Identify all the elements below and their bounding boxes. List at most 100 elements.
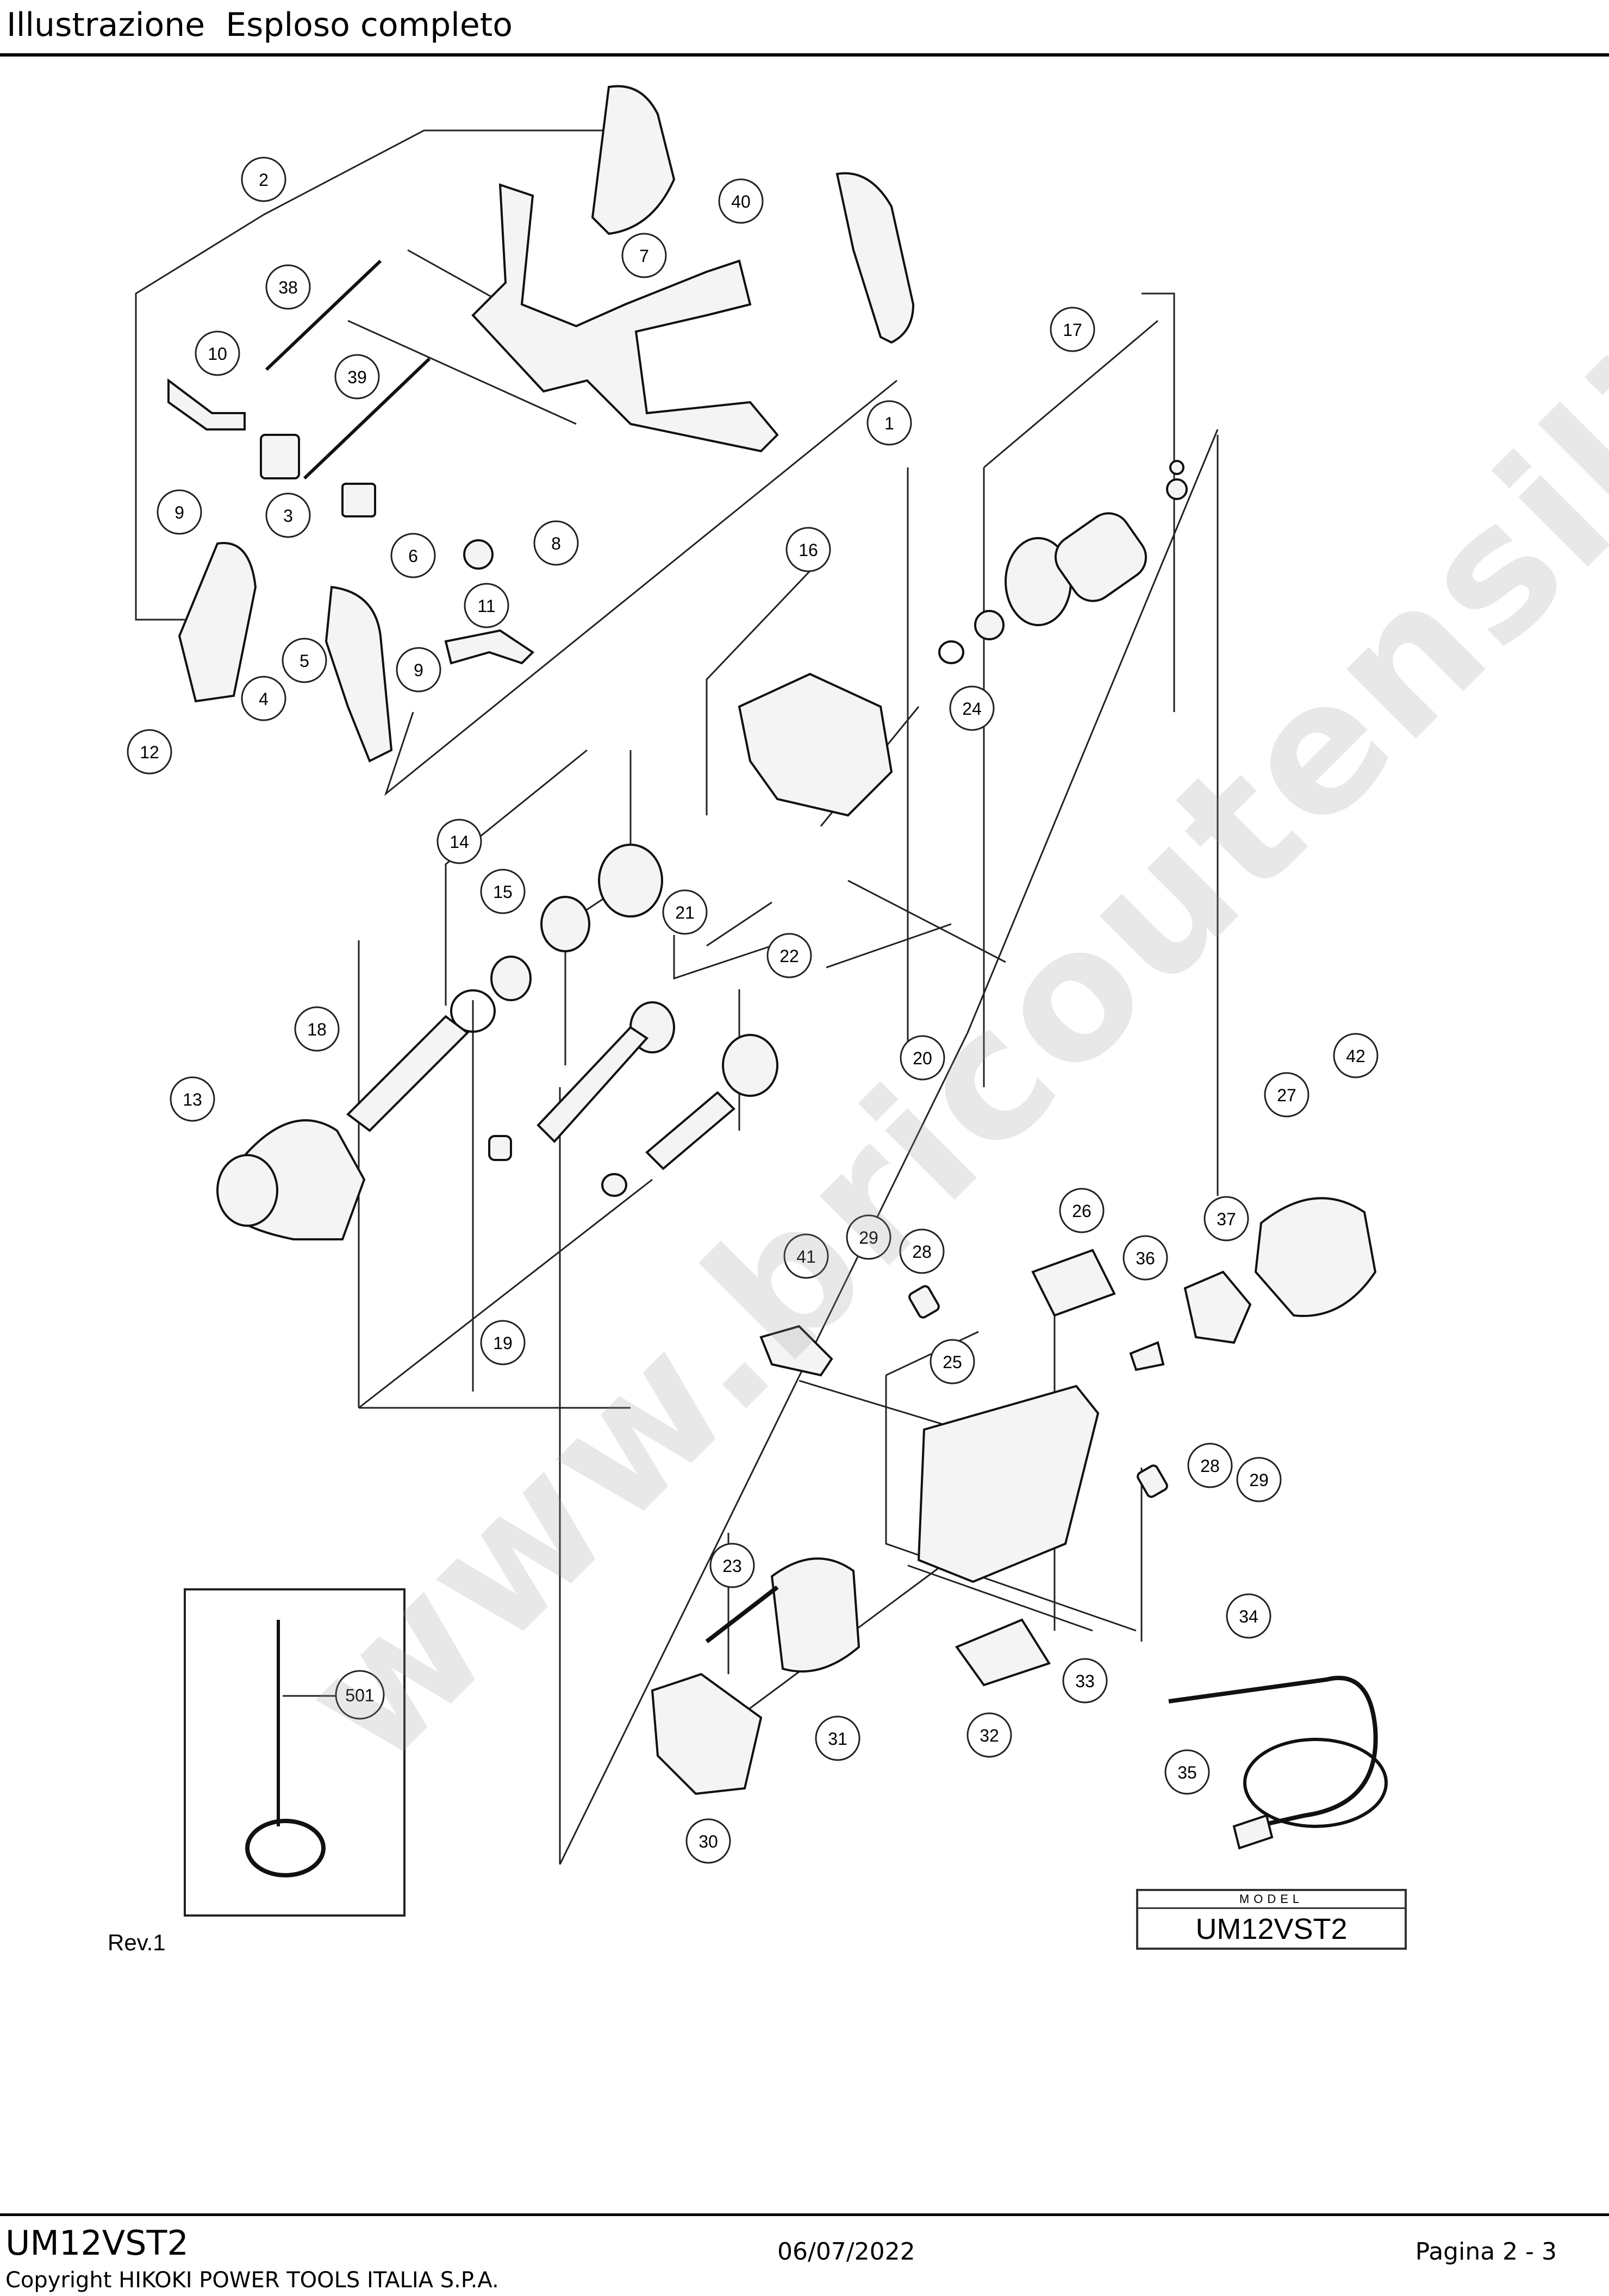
switch [260, 434, 300, 479]
callout-13: 13 [170, 1076, 215, 1122]
callout-29: 29 [846, 1214, 891, 1260]
callout-number: 9 [414, 660, 423, 680]
callout-number: 28 [1200, 1456, 1220, 1476]
callout-number: 6 [408, 546, 418, 566]
callout-28: 28 [899, 1228, 945, 1274]
callout-bubble [1236, 1457, 1282, 1502]
callout-number: 38 [278, 278, 298, 297]
revision-label: Rev.1 [108, 1930, 166, 1955]
callout-bubble [335, 1670, 385, 1720]
callout-bubble [1264, 1072, 1309, 1118]
callout-number: 18 [307, 1020, 327, 1039]
plug [1232, 1814, 1274, 1850]
callout-number: 11 [477, 596, 495, 616]
whisk-paddle [245, 1819, 326, 1877]
callout-bubble [900, 1035, 945, 1081]
callout-number: 4 [259, 689, 269, 709]
callout-32: 32 [966, 1712, 1012, 1758]
callout-number: 8 [551, 534, 561, 553]
callout-37: 37 [1203, 1196, 1249, 1241]
power-cord [1168, 1675, 1378, 1829]
handle-half-top [591, 85, 676, 235]
armature-core [1054, 512, 1147, 602]
callout-bubble [241, 157, 286, 202]
footer-date: 06/07/2022 [777, 2238, 915, 2266]
callout-bubble [930, 1339, 975, 1384]
motor-housing [917, 1384, 1100, 1583]
snap-ring [938, 640, 964, 664]
callout-number: 10 [208, 344, 227, 364]
callout-25: 25 [930, 1339, 975, 1384]
callout-39: 39 [334, 354, 380, 400]
callout-number: 3 [283, 506, 293, 526]
accessory-box [184, 1588, 406, 1917]
model-caption: MODEL [1138, 1891, 1405, 1909]
callout-bubble [1187, 1443, 1233, 1488]
brush-cover [1183, 1270, 1252, 1344]
callout-36: 36 [1122, 1235, 1168, 1281]
callout-24: 24 [949, 685, 995, 731]
rod-38 [265, 259, 382, 371]
plate-30 [651, 1673, 763, 1795]
callout-number: 25 [943, 1352, 962, 1372]
callout-501: 501 [335, 1670, 385, 1720]
bearing-15 [540, 896, 590, 952]
callout-bubble [436, 819, 482, 864]
callout-bubble [685, 1818, 731, 1864]
callout-number: 36 [1136, 1249, 1155, 1268]
callout-8: 8 [533, 520, 579, 566]
footer-rule [0, 2213, 1609, 2216]
part-shapes [167, 85, 1388, 1917]
callout-number: 30 [699, 1832, 718, 1851]
gear-housing [738, 672, 893, 817]
callout-bubble [480, 869, 526, 914]
callout-14: 14 [436, 819, 482, 864]
lever-10 [167, 378, 246, 430]
callout-bubble [127, 729, 172, 775]
callout-number: 23 [722, 1556, 742, 1576]
callout-number: 20 [913, 1049, 932, 1068]
callout-number: 19 [493, 1333, 513, 1353]
callout-number: 42 [1346, 1046, 1365, 1066]
callout-number: 12 [140, 743, 159, 762]
callout-6: 6 [390, 533, 436, 578]
callout-30: 30 [685, 1818, 731, 1864]
fan-cover [1254, 1197, 1377, 1317]
callout-22: 22 [766, 933, 812, 978]
callout-bubble [815, 1715, 860, 1761]
washer [490, 956, 532, 1001]
callout-bubble [282, 638, 327, 683]
callout-number: 1 [884, 414, 894, 433]
callout-19: 19 [480, 1320, 526, 1365]
bearing-mid [974, 610, 1005, 640]
knob-8 [463, 539, 494, 570]
callout-27: 27 [1264, 1072, 1309, 1118]
callout-number: 16 [799, 540, 818, 560]
callout-bubble [241, 676, 286, 721]
shaft-pinion [645, 1091, 735, 1170]
callout-bubble [157, 489, 202, 535]
callout-bubble [1203, 1196, 1249, 1241]
callout-bubble [1062, 1658, 1108, 1704]
callout-bubble [709, 1543, 755, 1588]
callout-33: 33 [1062, 1658, 1108, 1704]
callout-number: 33 [1075, 1671, 1095, 1691]
brush-28a [908, 1285, 940, 1319]
front-housing-mouth [216, 1154, 278, 1227]
callout-bubble [1226, 1593, 1271, 1639]
callout-number: 39 [347, 367, 367, 387]
callout-number: 21 [675, 903, 695, 922]
callout-28: 28 [1187, 1443, 1233, 1488]
washer-small [601, 1173, 627, 1197]
callout-9: 9 [396, 647, 441, 692]
callout-bubble [195, 330, 240, 376]
callout-number: 2 [259, 170, 269, 190]
callout-bubble [766, 933, 812, 978]
callout-bubble [899, 1228, 945, 1274]
lever-11 [444, 629, 535, 665]
callout-number: 5 [300, 651, 309, 671]
screw-23 [705, 1585, 779, 1644]
footer-copyright: Copyright HIKOKI POWER TOOLS ITALIA S.P.… [5, 2268, 499, 2293]
callout-number: 28 [912, 1242, 932, 1262]
callout-bubble [949, 685, 995, 731]
